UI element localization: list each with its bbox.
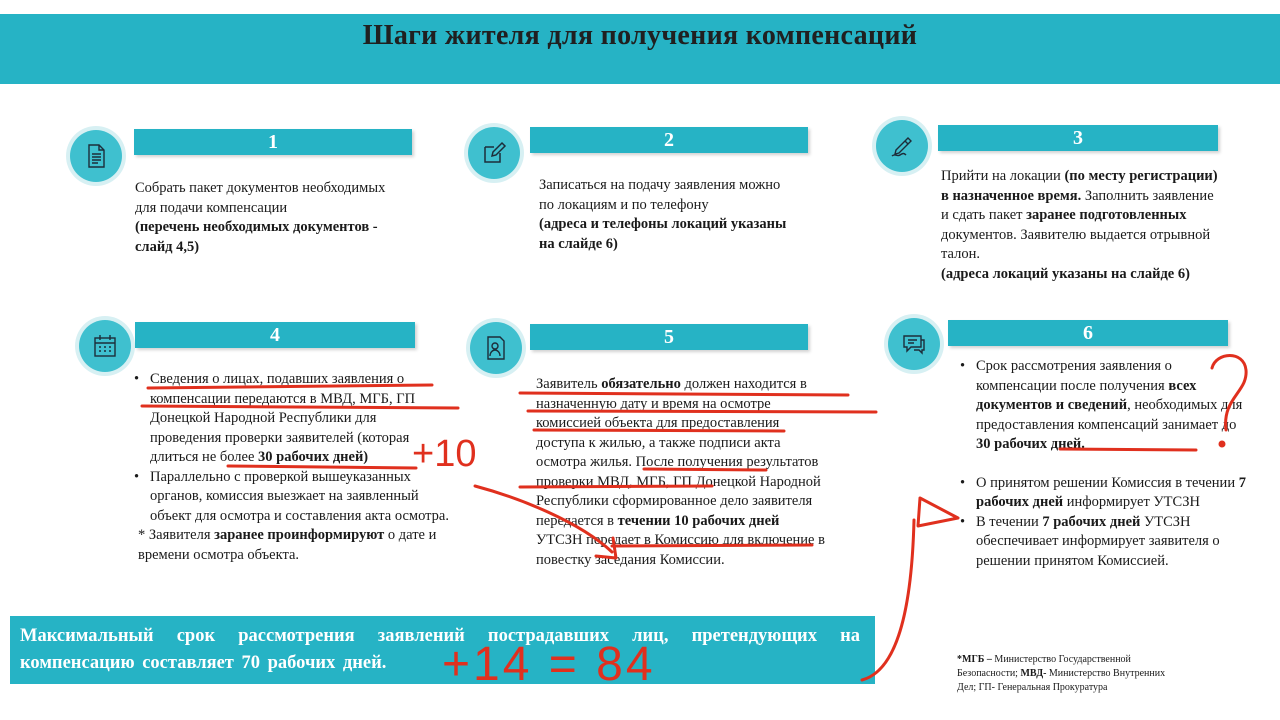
document-icon xyxy=(70,130,122,182)
arrow-head xyxy=(916,496,960,528)
list-item: В течении 7 рабочих дней УТСЗН обеспечив… xyxy=(956,513,1248,572)
step-3-number: 3 xyxy=(938,125,1218,151)
calendar-icon xyxy=(79,320,131,372)
list-item: Параллельно с проверкой вышеуказанных ор… xyxy=(130,468,450,527)
step-1-number: 1 xyxy=(134,129,412,155)
step-6-number: 6 xyxy=(948,320,1228,346)
list-item: О принятом решении Комиссия в течении 7 … xyxy=(956,474,1248,513)
list-item: Сведения о лицах, подавших заявления о к… xyxy=(130,370,450,468)
signature-icon xyxy=(876,120,928,172)
step-6-text: Срок рассмотрения заявления о компенсаци… xyxy=(956,357,1248,571)
summary-text: Максимальный срок рассмотрения заявлений… xyxy=(20,626,860,673)
person-document-icon xyxy=(470,322,522,374)
step-5-text: Заявитель обязательно должен находится в… xyxy=(536,376,825,568)
summary-box xyxy=(10,616,875,684)
edit-icon xyxy=(468,127,520,179)
step-1-text: Собрать пакет документов необходимых для… xyxy=(135,180,386,255)
step-5-number: 5 xyxy=(530,324,808,350)
step-4-text: Сведения о лицах, подавших заявления о к… xyxy=(130,370,450,565)
step-2-text: Записаться на подачу заявления можно по … xyxy=(539,177,787,252)
list-item: Срок рассмотрения заявления о компенсаци… xyxy=(956,357,1248,455)
step-3-text: Прийти на локации (по месту регистрации)… xyxy=(941,168,1218,282)
step-4-number: 4 xyxy=(135,322,415,348)
step-2-number: 2 xyxy=(530,127,808,153)
chat-icon xyxy=(888,318,940,370)
title-banner xyxy=(0,14,1280,84)
footnote: *МГБ – Министерство Государственной Безо… xyxy=(957,654,1166,693)
page-title: Шаги жителя для получения компенсаций xyxy=(362,20,918,51)
